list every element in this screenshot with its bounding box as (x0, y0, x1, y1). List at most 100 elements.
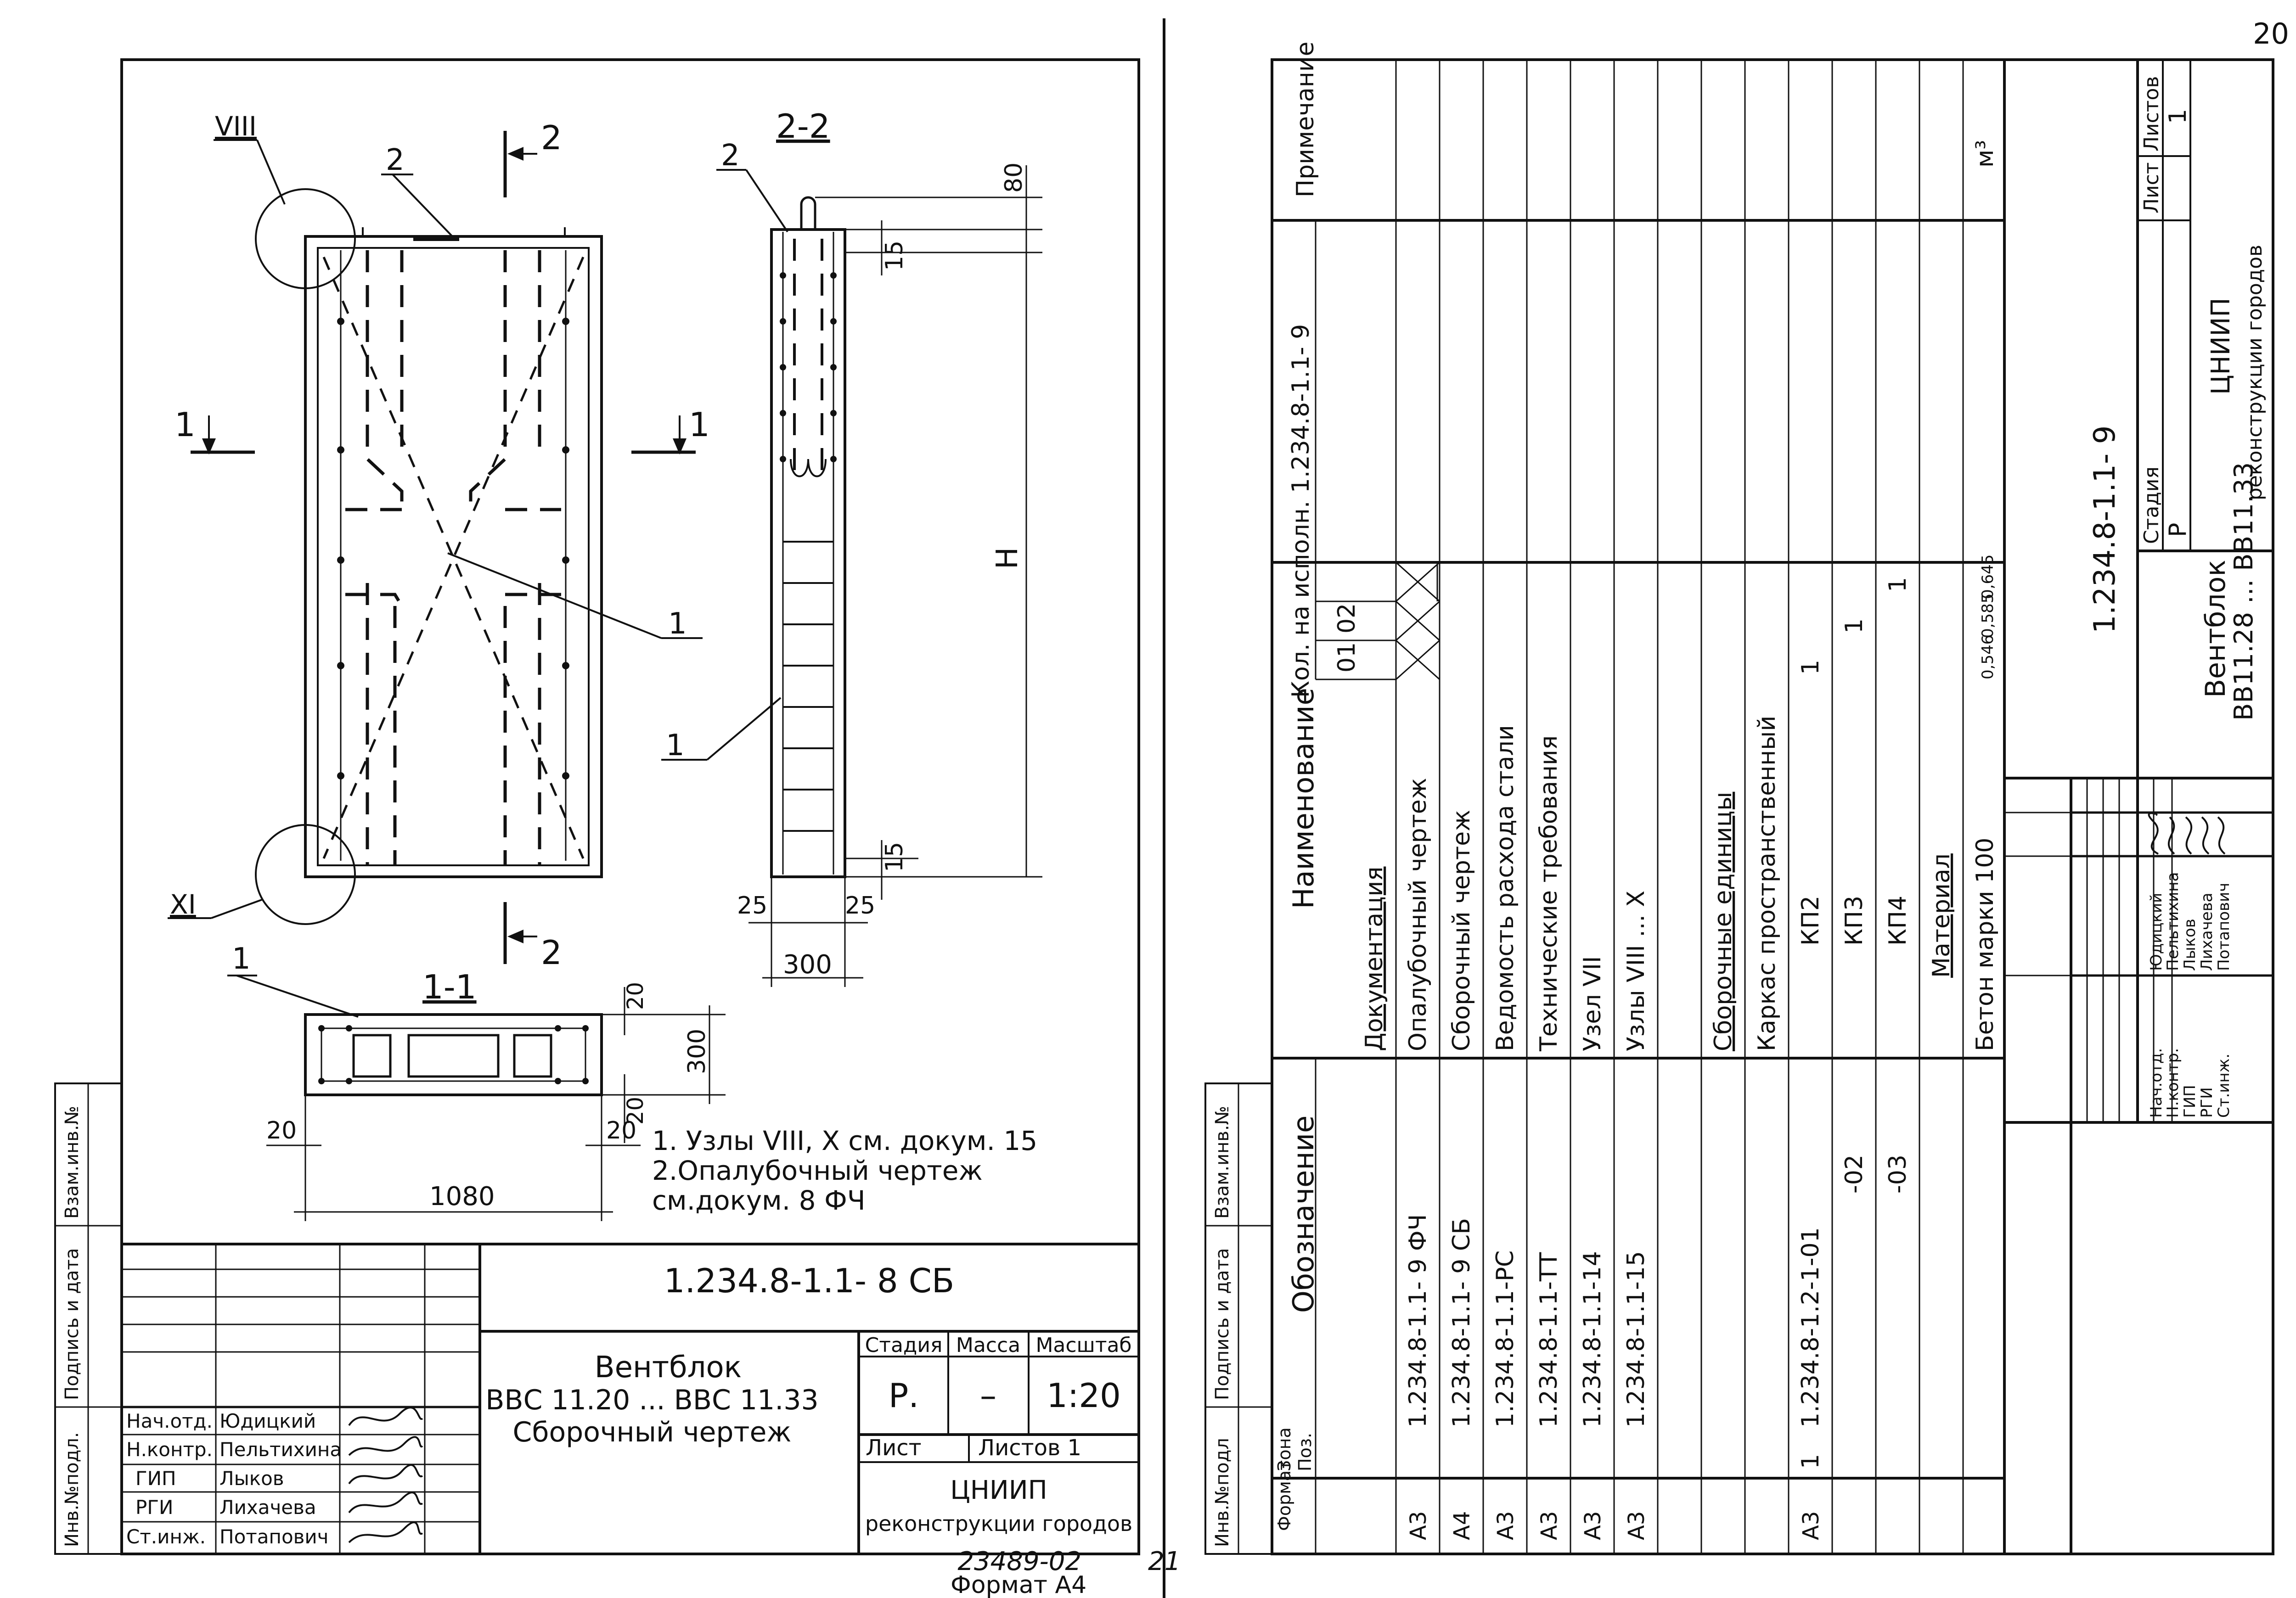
section-2-2-pos-1: 1 (666, 729, 685, 763)
spec-row-1-name: Документация (1361, 867, 1388, 1051)
right-tb-designation: 1.234.8-1.1- 9 (2088, 426, 2122, 634)
right-staff-name-1: Юдицкий (2147, 893, 2166, 971)
left-tb-org-1: ЦНИИП (950, 1475, 1047, 1505)
left-tb-stage: Р. (889, 1376, 919, 1415)
right-tb-sheets-label: Листов (2140, 76, 2163, 151)
front-pos-2: 2 (386, 143, 405, 177)
left-tb-title-1: Вентблок (595, 1351, 742, 1385)
spec-row-2-format: А3 (1406, 1511, 1431, 1540)
right-staff-name-5: Потапович (2215, 883, 2233, 971)
left-tb-scale: 1:20 (1047, 1376, 1121, 1415)
spec-row-4-designation: 1.234.8-1.1-РС (1491, 1250, 1519, 1428)
cut-1-right: 1 (689, 405, 710, 444)
section-1-1-pos-1: 1 (232, 942, 251, 976)
spec-row-15-name: Бетон марки 100 (1971, 838, 1999, 1051)
spec-cross-cells (1395, 561, 1441, 680)
node-viii-label: VIII (215, 111, 257, 142)
note-3: см.докум. 8 ФЧ (652, 1185, 866, 1216)
left-tb-mass-label: Масса (956, 1334, 1020, 1357)
left-tb-sheet-label: Лист (866, 1435, 922, 1461)
left-side-label-replace: Взам.инв.№ (62, 1106, 83, 1219)
dim-15-bottom: 15 (881, 842, 908, 872)
spec-row-12-qty-2: 1 (1840, 618, 1868, 634)
left-tb-sheets-label: Листов 1 (978, 1435, 1081, 1461)
spec-row-7-name: Узлы VIII ... X (1622, 891, 1650, 1051)
dim-1080: 1080 (429, 1182, 495, 1211)
front-view: VIII XI 2 1 1 1 2 (168, 111, 710, 972)
dim-20-top: 20 (623, 982, 648, 1010)
left-side-strip: Инв.№подл. Подпись и дата Взам.инв.№ (54, 1082, 123, 1555)
right-staff-role-1: Нач.отд. (2147, 1048, 2166, 1118)
spec-row-12-name: КП3 (1840, 896, 1868, 946)
spec-row-13-designation: -03 (1884, 1155, 1912, 1194)
right-side-label-inv: Инв.№подл (1212, 1438, 1233, 1547)
section-1-1: 1-1 1 300 20 20 20 2 (227, 942, 726, 1221)
spec-hdr-zone: Зона (1274, 1427, 1294, 1471)
note-2: 2.Опалубочный чертеж (652, 1155, 983, 1186)
left-staff-role-4: РГИ (135, 1496, 173, 1519)
right-tb-title-1: Вентблок (2200, 560, 2232, 698)
right-tb-org-2: реконструкции городов (2243, 245, 2267, 500)
spec-row-4-name: Ведомость расхода стали (1491, 725, 1519, 1051)
spec-row-3-name: Сборочный чертеж (1448, 810, 1475, 1051)
right-staff-name-3: Лыков (2181, 919, 2199, 971)
spec-row-11-format: А3 (1798, 1511, 1824, 1540)
left-staff-role-3: ГИП (135, 1467, 176, 1490)
cut-2-bottom: 2 (541, 933, 562, 972)
note-1: 1. Узлы VIII, X см. докум. 15 (652, 1125, 1037, 1156)
section-1-1-title: 1-1 (422, 968, 477, 1006)
front-pos-1: 1 (668, 607, 687, 641)
left-sheet: Инв.№подл. Подпись и дата Взам.инв.№ (54, 58, 1140, 1555)
spec-row-4-format: А3 (1493, 1511, 1519, 1540)
right-signatures (2148, 812, 2226, 855)
page-number: 20 (2253, 17, 2289, 50)
dim-300-plan: 300 (683, 1029, 711, 1074)
left-tb-mass: – (980, 1376, 996, 1415)
format-label: Формат А4 (951, 1571, 1086, 1598)
spec-hdr-qty-02: 02 (1333, 603, 1361, 634)
spec-row-15-qty-1: 0,546 (1979, 635, 1997, 679)
right-tb-stage-label: Стадия (2140, 466, 2163, 544)
dim-H: H (990, 547, 1024, 569)
spec-row-2-designation: 1.234.8-1.1- 9 ФЧ (1404, 1214, 1432, 1428)
dim-15-top: 15 (881, 241, 908, 271)
right-staff-role-4: РГИ (2198, 1087, 2216, 1118)
left-tb-scale-label: Масштаб (1035, 1334, 1131, 1357)
spec-row-6-name: Узел VII (1579, 956, 1606, 1051)
right-staff-name-4: Лихачева (2198, 893, 2216, 971)
left-staff-role-1: Нач.отд. (126, 1410, 213, 1432)
spec-rows: Документация А3 1.234.8-1.1- 9 ФЧ Опалуб… (1361, 140, 1999, 1540)
spec-hdr-pos: Поз. (1295, 1433, 1315, 1471)
section-2-2-pos-2: 2 (721, 139, 740, 173)
right-sheet: Инв.№подл Подпись и дата Взам.инв.№ (1204, 42, 2274, 1555)
node-xi-label: XI (170, 889, 196, 920)
spec-hdr-qty-group: Кол. на исполн. 1.234.8-1.1- 9 (1287, 324, 1315, 698)
spec-row-11-pos: 1 (1797, 1454, 1824, 1469)
spec-row-2-name: Опалубочный чертеж (1404, 778, 1432, 1051)
spec-hdr-format: Формат (1274, 1460, 1294, 1531)
right-side-label-sign: Подпись и дата (1212, 1248, 1233, 1400)
right-staff-name-2: Пельтихина (2164, 872, 2182, 971)
spec-row-6-designation: 1.234.8-1.1-14 (1579, 1251, 1606, 1428)
cut-2-top: 2 (541, 118, 562, 157)
dim-20-right: 20 (623, 1097, 648, 1125)
left-tb-title-3: Сборочный чертеж (513, 1416, 792, 1448)
dim-20-bottom: 20 (606, 1117, 636, 1144)
left-staff-role-2: Н.контр. (126, 1438, 213, 1461)
left-tb-org-2: реконструкции городов (865, 1511, 1132, 1536)
spec-hdr-designation: Обозначение (1287, 1116, 1320, 1313)
right-side-label-replace: Взам.инв.№ (1212, 1106, 1233, 1219)
dim-25-right: 25 (845, 892, 875, 920)
right-staff-role-5: Ст.инж. (2215, 1054, 2233, 1118)
right-tb-sheet-label: Лист (2140, 162, 2163, 213)
right-staff-role-3: ГИП (2181, 1085, 2199, 1118)
left-staff-name-4: Лихачева (219, 1496, 316, 1519)
archive-number: 23489-02 (957, 1547, 1081, 1576)
cut-1-left: 1 (174, 405, 196, 444)
spec-row-13-name: КП4 (1884, 896, 1912, 946)
left-side-label-inv: Инв.№подл. (62, 1432, 83, 1547)
right-side-strip: Инв.№подл Подпись и дата Взам.инв.№ (1204, 1082, 1273, 1555)
left-signatures (348, 1407, 423, 1543)
left-staff-name-2: Пельтихина (219, 1438, 342, 1461)
spec-row-5-designation: 1.234.8-1.1-ТТ (1535, 1252, 1563, 1428)
